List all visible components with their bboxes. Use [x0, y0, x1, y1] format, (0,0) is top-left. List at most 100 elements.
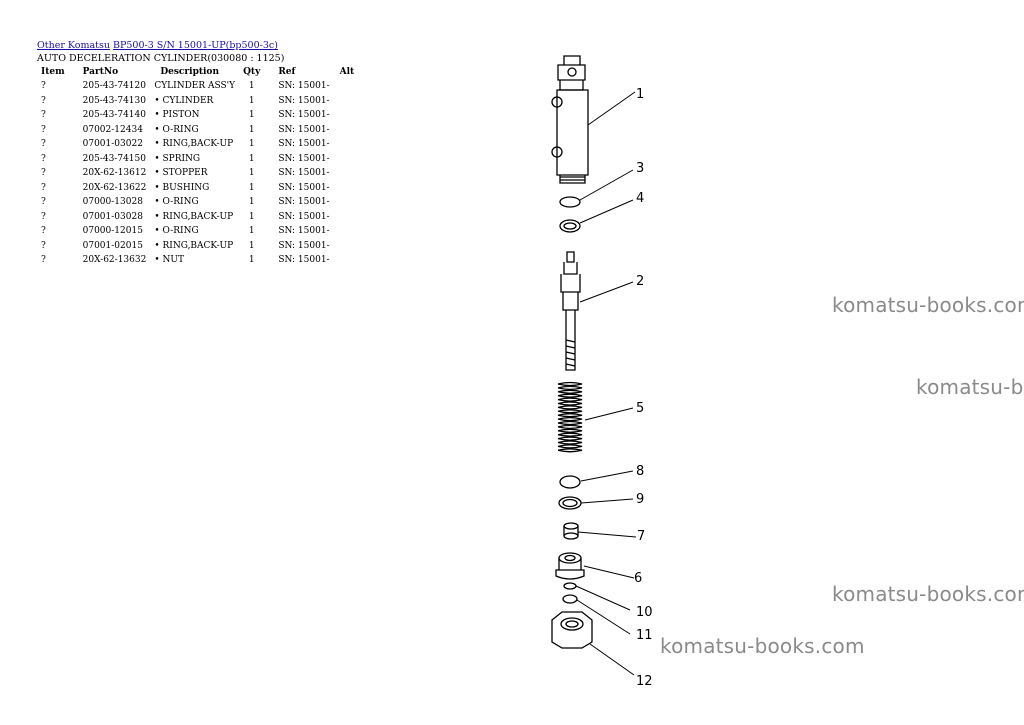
cell-alt: [334, 137, 359, 152]
cell-alt: [334, 79, 359, 94]
col-header-description: Description: [160, 67, 219, 77]
callout-5: 5: [636, 401, 644, 416]
cell-alt: [334, 195, 359, 210]
cell-alt: [334, 224, 359, 239]
cell-partno: 07001-03028: [82, 211, 143, 222]
cell-alt: [334, 239, 359, 254]
cell-ref: SN: 15001-: [278, 153, 330, 164]
cell-description: • O-RING: [154, 124, 199, 135]
cell-ref: SN: 15001-: [278, 168, 330, 178]
cell-ref: SN: 15001-: [278, 226, 330, 236]
breadcrumb-link-model[interactable]: BP500-3 S/N 15001-UP(bp500-3c): [112, 40, 278, 51]
callout-8: 8: [636, 464, 644, 479]
cell-ref: SN: 15001-: [278, 255, 330, 265]
cell-description: • RING,BACK-UP: [154, 240, 234, 251]
cell-alt: [334, 166, 359, 181]
cell-alt: [334, 152, 359, 167]
stopper-7-drawing: [563, 522, 579, 540]
cell-item: ?: [41, 197, 46, 207]
col-header-item: Item: [41, 67, 65, 77]
callout-7: 7: [637, 529, 645, 544]
o-ring-8-drawing: [559, 475, 581, 489]
cell-item: ?: [41, 255, 46, 265]
cell-description: • O-RING: [154, 226, 199, 236]
cell-qty: 1: [248, 95, 255, 106]
bushing-6-drawing: [555, 552, 585, 580]
callout-4: 4: [636, 191, 644, 206]
cell-partno: 20X-62-13622: [82, 182, 147, 193]
exploded-parts-diagram: 1 3 4 2 5 8 9 7 6 10 11 12: [551, 55, 653, 689]
cell-description: • PISTON: [154, 110, 200, 120]
o-ring-10-drawing: [563, 582, 577, 590]
cell-qty: 1: [248, 110, 255, 120]
cell-ref: SN: 15001-: [278, 110, 330, 120]
cell-qty: 1: [248, 182, 255, 193]
cell-item: ?: [41, 226, 46, 236]
col-header-alt: Alt: [339, 67, 355, 77]
cell-alt: [334, 253, 359, 268]
cell-alt: [334, 210, 359, 225]
callout-9: 9: [636, 492, 644, 507]
cell-description: • O-RING: [154, 197, 199, 207]
cell-item: ?: [41, 81, 46, 91]
o-ring-3-drawing: [559, 196, 581, 208]
backup-ring-11-drawing: [562, 594, 578, 604]
cell-qty: 1: [248, 168, 255, 178]
cell-partno: 205-43-74150: [82, 153, 146, 164]
cell-description: • NUT: [154, 255, 184, 265]
cell-qty: 1: [248, 81, 255, 91]
page-title: AUTO DECELERATION CYLINDER(030080 : 1125…: [37, 53, 285, 64]
cell-partno: 205-43-74120: [82, 81, 146, 91]
breadcrumb: Other Komatsu BP500-3 S/N 15001-UP(bp500…: [37, 40, 278, 51]
table-row: ? 20X-62-13612 • STOPPER 1 SN: 15001-: [37, 166, 358, 181]
cylinder-assembly-drawing: [551, 55, 589, 184]
breadcrumb-link-other-komatsu[interactable]: Other Komatsu: [37, 40, 110, 51]
col-header-qty: Qty: [243, 67, 261, 77]
cell-item: ?: [41, 124, 46, 135]
cell-ref: SN: 15001-: [278, 197, 330, 207]
cell-ref: SN: 15001-: [278, 139, 330, 149]
cell-partno: 07001-02015: [82, 240, 143, 251]
cell-description: • CYLINDER: [154, 95, 214, 106]
cell-item: ?: [41, 110, 46, 120]
leader-lines: [575, 91, 637, 676]
cell-alt: [334, 123, 359, 138]
cell-qty: 1: [248, 226, 255, 236]
cell-qty: 1: [248, 240, 255, 251]
cell-description: CYLINDER ASS'Y: [154, 81, 236, 91]
cell-ref: SN: 15001-: [278, 182, 330, 193]
cell-description: • STOPPER: [154, 168, 208, 178]
cell-alt: [334, 108, 359, 123]
cell-item: ?: [41, 95, 46, 106]
cell-partno: 20X-62-13612: [82, 168, 147, 178]
spring-drawing: [557, 381, 583, 453]
cell-alt: [334, 94, 359, 109]
cell-description: • RING,BACK-UP: [154, 211, 234, 222]
cell-partno: 07002-12434: [82, 124, 143, 135]
cell-qty: 1: [248, 139, 255, 149]
nut-12-drawing: [551, 611, 593, 649]
cell-partno: 07000-12015: [82, 226, 143, 236]
cell-item: ?: [41, 182, 46, 193]
cell-alt: [334, 181, 359, 196]
watermark-text: komatsu-books.com: [832, 293, 1024, 317]
backup-ring-9-drawing: [558, 496, 582, 510]
cell-partno: 20X-62-13632: [82, 255, 147, 265]
backup-ring-4-drawing: [559, 219, 581, 233]
cell-item: ?: [41, 240, 46, 251]
callout-11: 11: [636, 628, 653, 643]
cell-ref: SN: 15001-: [278, 211, 330, 222]
cell-item: ?: [41, 168, 46, 178]
cell-description: • RING,BACK-UP: [154, 139, 234, 149]
watermark-text: komatsu-books.com: [660, 634, 865, 658]
cell-description: • SPRING: [154, 153, 201, 164]
